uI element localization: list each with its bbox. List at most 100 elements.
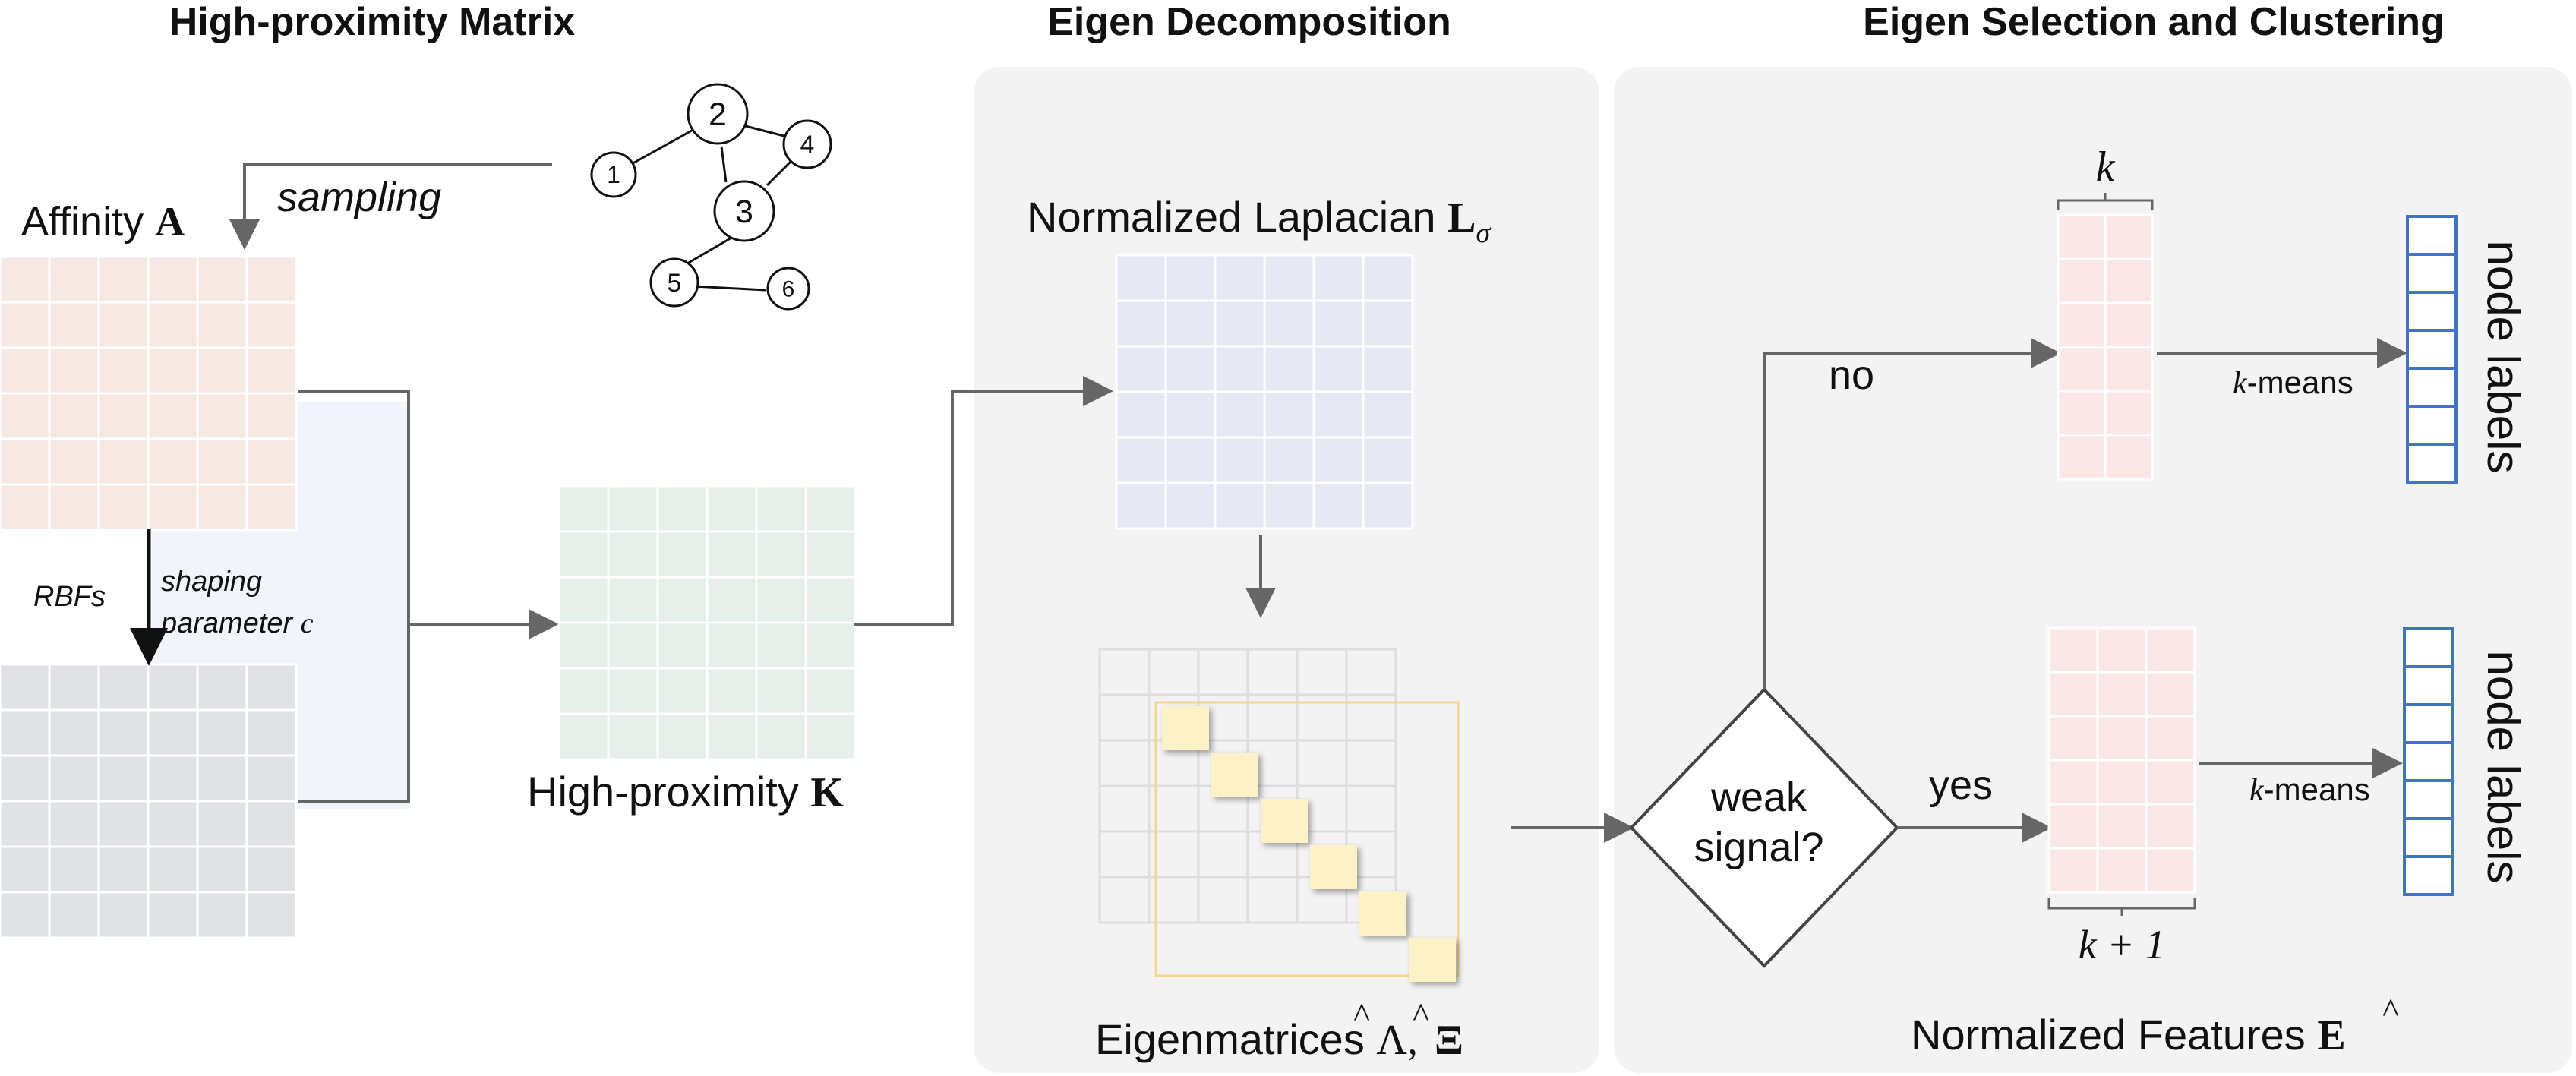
feature-cell: [2096, 803, 2148, 850]
affinity-cell: [48, 346, 100, 395]
affinity-cell: [0, 437, 51, 486]
node-label-cell: [2403, 703, 2454, 744]
affinity-cell: [48, 483, 100, 532]
rbf-cell: [196, 708, 248, 757]
feature-cell: [2057, 346, 2107, 393]
affinity-cell: [147, 301, 199, 349]
node-labels-vector-top: [2406, 215, 2458, 484]
affinity-cell: [48, 392, 100, 440]
laplacian-cell: [1214, 436, 1266, 484]
laplacian-cell: [1362, 345, 1414, 393]
rbf-cell: [147, 845, 199, 894]
laplacian-cell: [1164, 436, 1217, 484]
eigen-label: Eigenmatrices Λ,Ξ: [1095, 1015, 1463, 1064]
laplacian-cell: [1362, 390, 1414, 439]
xi-hat: ^: [1413, 996, 1429, 1034]
no-branch-arrow: [1763, 338, 2061, 689]
eigenvalue-cell: [1261, 799, 1308, 843]
kmeans-label-top: k-means: [2233, 364, 2353, 401]
feature-cell: [2096, 715, 2148, 762]
highprox-cell: [706, 621, 758, 670]
rbf-cell: [48, 845, 100, 894]
eigen-cell: [1148, 648, 1200, 696]
yes-label: yes: [1929, 762, 1993, 808]
laplacian-cell: [1263, 299, 1315, 348]
rbf-cell: [245, 845, 298, 894]
rbf-cell: [245, 663, 298, 712]
to-laplacian-arrow: [854, 376, 1113, 626]
affinity-cell: [48, 255, 100, 304]
highprox-cell: [656, 530, 709, 579]
eigenvalue-cell: [1211, 753, 1258, 797]
eigen-cell: [1098, 693, 1151, 742]
laplacian-cell: [1214, 345, 1266, 393]
graph-node-label: 4: [800, 131, 815, 159]
merge-bracket: [298, 390, 410, 803]
affinity-cell: [245, 301, 298, 349]
affinity-cell: [0, 392, 51, 440]
affinity-cell: [0, 483, 51, 532]
highprox-cell: [557, 484, 610, 533]
highprox-cell: [607, 667, 659, 715]
highprox-cell: [755, 712, 807, 761]
affinity-cell: [245, 255, 298, 304]
eigen-cell: [1296, 648, 1348, 696]
highprox-cell: [755, 621, 807, 670]
feature-cell: [2145, 626, 2196, 674]
highprox-cell: [706, 712, 758, 761]
feature-cell: [2047, 759, 2099, 806]
rbf-cell: [0, 891, 51, 939]
affinity-label: Affinity A: [21, 199, 185, 245]
affinity-cell: [97, 301, 150, 349]
rbf-cell: [196, 663, 248, 712]
laplacian-matrix: [1115, 254, 1414, 530]
features-hat: ^: [2382, 991, 2399, 1030]
eigen-cell: [1246, 876, 1299, 924]
affinity-cell: [97, 346, 150, 395]
laplacian-cell: [1115, 481, 1167, 530]
feature-cell: [2145, 671, 2196, 718]
rbf-cell: [0, 663, 51, 712]
feature-cell: [2096, 847, 2148, 894]
affinity-cell: [245, 346, 298, 395]
feature-cell: [2104, 390, 2154, 437]
feature-cell: [2047, 671, 2099, 718]
rbf-cell: [48, 754, 100, 803]
highprox-cell: [755, 576, 807, 624]
laplacian-cell: [1312, 254, 1365, 302]
node-label-cell: [2406, 367, 2458, 408]
feature-cell: [2057, 434, 2107, 481]
laplacian-cell: [1164, 345, 1217, 393]
laplacian-cell: [1312, 390, 1365, 439]
laplacian-cell: [1362, 299, 1414, 348]
laplacian-cell: [1115, 299, 1167, 348]
laplacian-cell: [1115, 390, 1167, 439]
rbf-cell: [147, 754, 199, 803]
node-label-cell: [2403, 817, 2454, 858]
highprox-cell: [804, 484, 857, 533]
rbf-cell: [147, 708, 199, 757]
affinity-cell: [196, 392, 248, 440]
highprox-cell: [656, 712, 709, 761]
eigen-cell: [1098, 739, 1151, 787]
highprox-cell: [557, 576, 610, 624]
laplacian-cell: [1164, 254, 1217, 302]
rbf-cell: [97, 663, 150, 712]
affinity-cell: [97, 392, 150, 440]
affinity-cell: [97, 483, 150, 532]
laplacian-cell: [1362, 254, 1414, 302]
rbf-cell: [245, 891, 298, 939]
rbf-cell: [97, 891, 150, 939]
eigen-highlight-box: [1154, 701, 1460, 977]
highprox-cell: [804, 530, 857, 579]
feature-cell: [2057, 390, 2107, 437]
highprox-cell: [557, 712, 610, 761]
laplacian-cell: [1362, 436, 1414, 484]
affinity-cell: [147, 346, 199, 395]
laplacian-cell: [1312, 436, 1365, 484]
highprox-cell: [656, 621, 709, 670]
laplacian-cell: [1115, 254, 1167, 302]
rbf-cell: [0, 708, 51, 757]
feature-cell: [2104, 257, 2154, 304]
feature-cell: [2047, 847, 2099, 894]
